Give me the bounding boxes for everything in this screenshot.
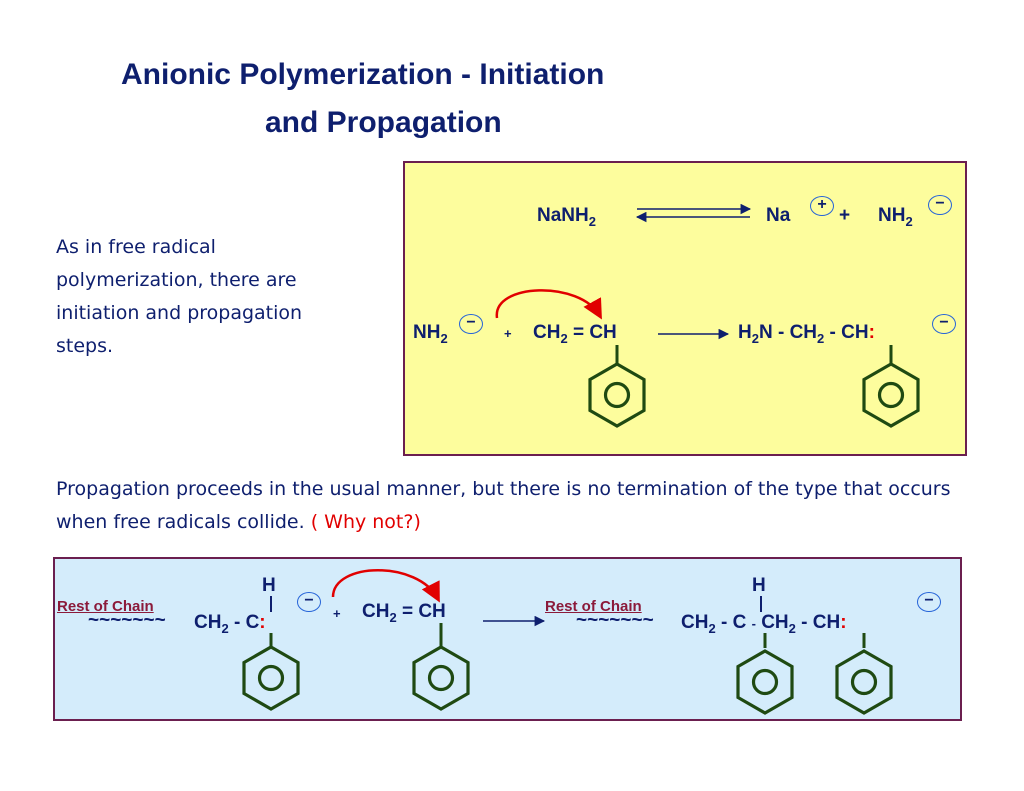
eq1-product-na: Na [766, 205, 791, 226]
negative-charge-icon: − [917, 592, 941, 612]
eq2-product: H2N - CH2 - CH: [738, 322, 875, 346]
eq2-monomer: CH2 = CH [533, 322, 617, 346]
chain-tilde: ~~~~~~~ [576, 610, 654, 631]
benzene-ring-icon [736, 649, 794, 715]
eq1-plus: + [839, 205, 851, 226]
h-atom-label: H [752, 575, 766, 596]
eq2-plus: + [504, 326, 512, 341]
benzene-ring-icon [242, 645, 300, 711]
curved-electron-arrow-icon [495, 289, 602, 320]
box2-plus: + [333, 606, 341, 621]
propagation-box [53, 557, 962, 721]
propagating-anion: CH2 - C: [194, 612, 266, 636]
box2-product: CH2 - C - CH2 - CH: [681, 612, 847, 636]
eq1-reactant: NaNH2 [537, 205, 596, 229]
box2-monomer: CH2 = CH [362, 601, 446, 625]
eq1-product-nh2: NH2 [878, 205, 913, 229]
negative-charge-icon: − [928, 195, 952, 215]
negative-charge-icon: − [932, 314, 956, 334]
negative-charge-icon: − [459, 314, 483, 334]
rest-of-chain-label: Rest of Chain [545, 598, 642, 615]
positive-charge-icon: + [810, 196, 834, 216]
benzene-ring-icon [835, 649, 893, 715]
benzene-ring-icon [412, 645, 470, 711]
propagation-paragraph: Propagation proceeds in the usual manner… [56, 478, 951, 533]
negative-charge-icon: − [297, 592, 321, 612]
why-not-text: ( Why not?) [310, 511, 421, 533]
eq2-reactant-nh2: NH2 [413, 322, 448, 346]
chain-tilde: ~~~~~~~ [88, 610, 166, 631]
curved-electron-arrow-icon [331, 569, 440, 603]
h-atom-label: H [262, 575, 276, 596]
rest-of-chain-label: Rest of Chain [57, 598, 154, 615]
page-title-line2: and Propagation [265, 106, 502, 139]
benzene-ring-icon [862, 362, 920, 428]
page-title-line1: Anionic Polymerization - Initiation [121, 58, 605, 91]
intro-paragraph: As in free radical polymerization, there… [56, 236, 303, 357]
benzene-ring-icon [588, 362, 646, 428]
